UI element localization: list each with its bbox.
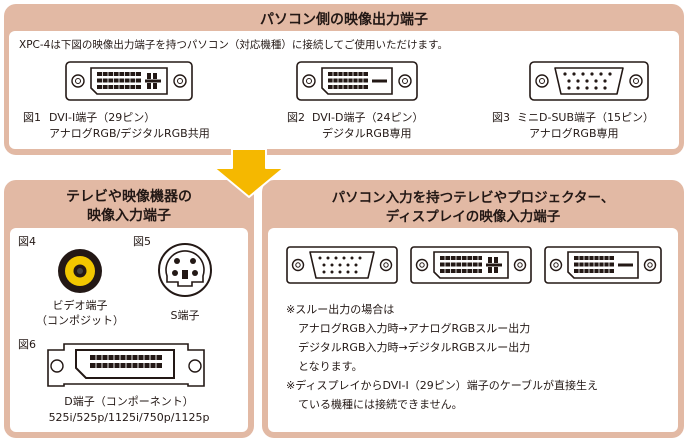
fig4-number: 図4 <box>18 235 36 248</box>
note-dvi-cable-warning-cont: ている機種には接続できません。 <box>298 398 463 411</box>
av-input-title-line2: 映像入力端子 <box>87 208 171 224</box>
fig4-line1: ビデオ端子 <box>52 299 108 312</box>
fig5-line1: S端子 <box>170 309 200 322</box>
dvi-d-connector-icon <box>296 61 418 101</box>
fig6-number: 図6 <box>18 338 36 351</box>
note-analog-through: アナログRGB入力時→アナログRGBスルー出力 <box>298 322 531 335</box>
dvi-i-connector-icon-2 <box>410 246 532 284</box>
fig5-number: 図5 <box>133 235 151 248</box>
output-panel-body: XPC-4は下図の映像出力端子を持つパソコン（対応機種）に接続してご使用いただけ… <box>9 31 679 149</box>
note-digital-through: デジタルRGB入力時→デジタルRGBスルー出力 <box>298 341 531 354</box>
pc-input-body: ※スルー出力の場合は アナログRGB入力時→アナログRGBスルー出力 デジタルR… <box>268 228 678 432</box>
fig6-line1: D端子（コンポーネント） <box>64 395 194 408</box>
av-input-title-line1: テレビや映像機器の <box>66 189 192 205</box>
dvi-d-connector-icon-2 <box>544 246 662 284</box>
note-conclusion: となります。 <box>298 360 363 373</box>
fig2-line1: DVI-D端子（24ピン） <box>312 111 424 124</box>
fig3-line2: アナログRGB専用 <box>529 127 619 140</box>
output-panel-title: パソコン側の映像出力端子 <box>260 12 428 28</box>
av-input-body: 図4 ビデオ端子 （コンポジット） 図5 S端子 図6 <box>10 228 248 432</box>
fig6-line2: 525i/525p/1125i/750p/1125p <box>48 411 210 424</box>
fig2-line2: デジタルRGB専用 <box>322 127 412 140</box>
down-arrow-icon <box>212 148 286 198</box>
pc-input-title-line2: ディスプレイの映像入力端子 <box>385 209 561 225</box>
output-panel: パソコン側の映像出力端子 XPC-4は下図の映像出力端子を持つパソコン（対応機種… <box>4 4 684 155</box>
rca-video-jack-icon <box>57 248 103 294</box>
fig4-line2: （コンポジット） <box>36 314 124 327</box>
mini-dsub-connector-icon-2 <box>286 246 398 284</box>
fig3-number: 図3 <box>492 111 510 124</box>
fig1-number: 図1 <box>23 111 41 124</box>
note-dvi-cable-warning: ※ディスプレイからDVI-I（29ピン）端子のケーブルが直接生え <box>286 379 599 392</box>
fig1-line2: アナログRGB/デジタルRGB共用 <box>49 127 210 140</box>
intro-text: XPC-4は下図の映像出力端子を持つパソコン（対応機種）に接続してご使用いただけ… <box>19 39 448 51</box>
av-input-panel: テレビや映像機器の 映像入力端子 図4 ビデオ端子 （コンポジット） 図5 S端… <box>4 180 254 438</box>
fig2-number: 図2 <box>287 111 305 124</box>
fig1-line1: DVI-I端子（29ピン） <box>49 111 156 124</box>
mini-dsub-connector-icon <box>529 61 649 101</box>
pc-input-title-line1: パソコン入力を持つテレビやプロジェクター、 <box>331 190 615 206</box>
fig3-line1: ミニD-SUB端子（15ピン） <box>517 111 655 124</box>
dvi-i-connector-icon <box>65 61 193 101</box>
pc-input-panel: パソコン入力を持つテレビやプロジェクター、 ディスプレイの映像入力端子 <box>262 180 684 438</box>
d-terminal-connector-icon <box>46 342 206 388</box>
note-through-output: ※スルー出力の場合は <box>286 303 395 316</box>
s-video-jack-icon <box>157 242 213 298</box>
